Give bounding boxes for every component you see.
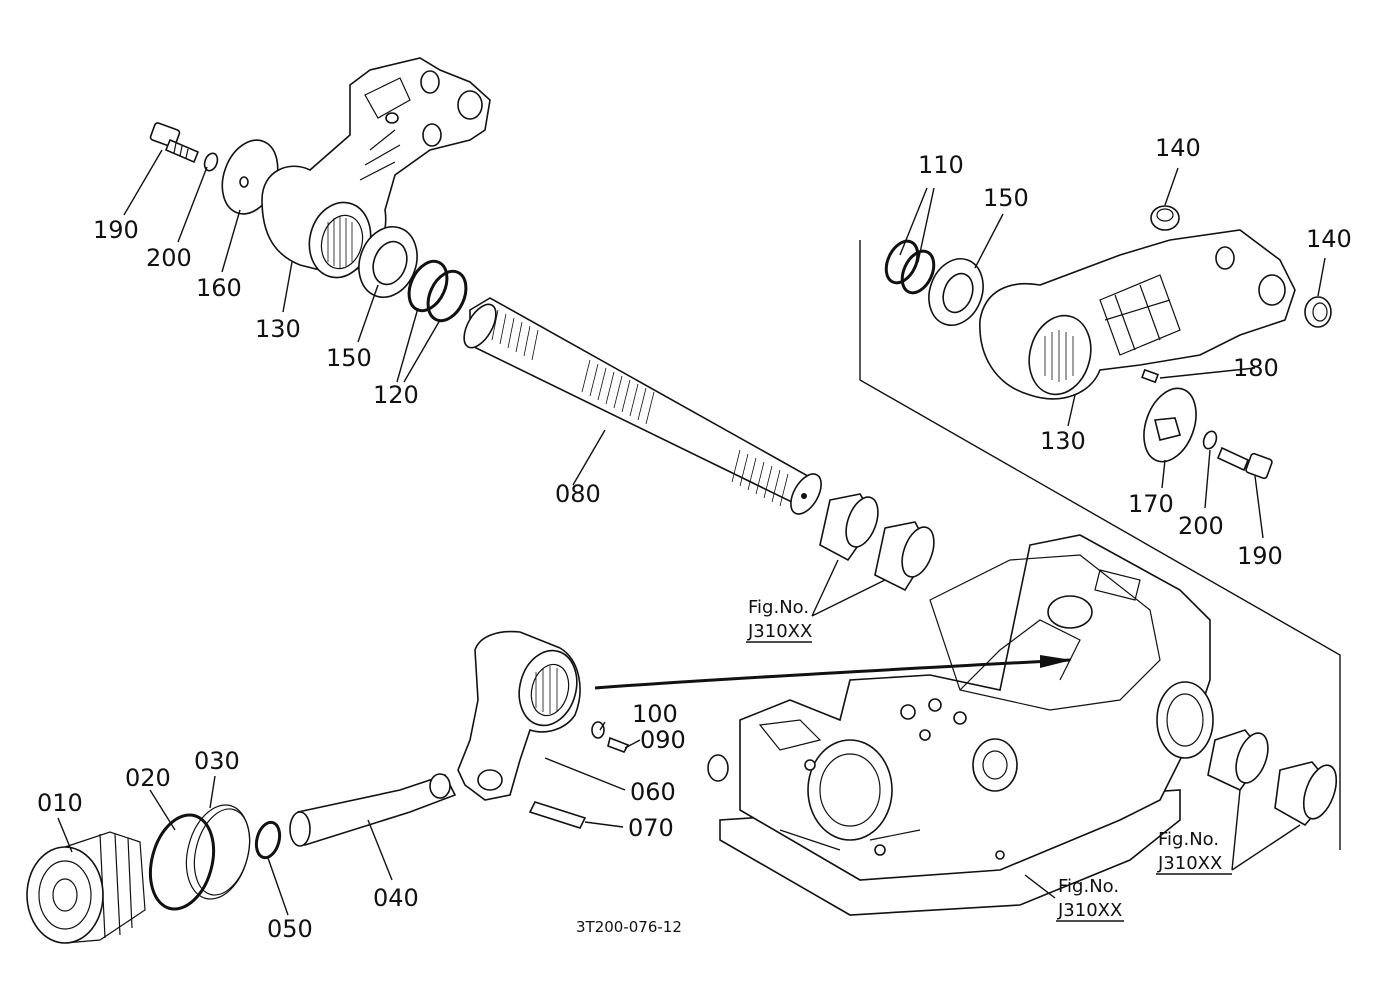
lift-arm-060: [457, 630, 581, 801]
pin-180: [1141, 368, 1159, 384]
thrust-washer-150-left: [358, 226, 418, 298]
label-part-200-left: 200: [146, 244, 192, 272]
label-part-190-right: 190: [1237, 542, 1283, 570]
figref-3-line2: J310XX: [1157, 853, 1222, 874]
o-ring-020: [148, 813, 216, 911]
label-part-140-right: 140: [1306, 225, 1352, 253]
figref-2-line1: Fig.No.: [1058, 876, 1119, 897]
label-part-100: 100: [632, 700, 678, 728]
bushing-upper-1: [819, 493, 879, 562]
washer-200-right: [1202, 430, 1218, 450]
leader-figref-1: [811, 559, 886, 617]
leader-lines: [57, 149, 1326, 916]
thrust-washer-150-right: [928, 258, 984, 326]
label-part-020: 020: [125, 764, 171, 792]
label-part-060: 060: [630, 778, 676, 806]
label-part-070: 070: [628, 814, 674, 842]
figref-1-line2: J310XX: [747, 621, 812, 642]
lift-arm-130-right: [979, 229, 1296, 400]
label-part-160: 160: [196, 274, 242, 302]
label-part-110: 110: [918, 151, 964, 179]
screw-090: [607, 736, 630, 753]
bushing-140-right: [1304, 296, 1332, 328]
label-part-130-right: 130: [1040, 427, 1086, 455]
label-part-010: 010: [37, 789, 83, 817]
label-part-050: 050: [267, 915, 313, 943]
figref-3-line1: Fig.No.: [1158, 829, 1219, 850]
bolt-190-right: [1216, 446, 1273, 480]
label-part-180: 180: [1233, 354, 1279, 382]
label-part-120: 120: [373, 381, 419, 409]
bracket-right: [859, 240, 1341, 850]
figref-1-line1: Fig.No.: [748, 597, 809, 618]
pin-070: [528, 801, 587, 829]
plate-170: [1143, 387, 1197, 463]
label-part-150-right: 150: [983, 184, 1029, 212]
label-part-090: 090: [640, 726, 686, 754]
lift-arm-130-left: [261, 57, 491, 279]
washer-100: [591, 721, 605, 739]
label-part-170: 170: [1128, 490, 1174, 518]
o-rings-110: [884, 239, 936, 295]
bushing-upper-2: [874, 521, 935, 592]
rod-040: [289, 773, 457, 847]
label-part-200-right: 200: [1178, 512, 1224, 540]
figref-2-line2: J310XX: [1057, 900, 1122, 921]
leader-figref-3: [1231, 789, 1301, 871]
bushing-lower-1: [1207, 729, 1269, 792]
bushing-lower-2: [1274, 761, 1338, 827]
label-part-190-left: 190: [93, 216, 139, 244]
piston-010: [26, 831, 146, 944]
label-part-150-left: 150: [326, 344, 372, 372]
label-part-130-left: 130: [255, 315, 301, 343]
hydraulic-housing: [594, 534, 1214, 916]
label-part-140-top: 140: [1155, 134, 1201, 162]
bushing-140-top: [1150, 205, 1180, 231]
bolt-190-left: [149, 122, 200, 164]
label-part-040: 040: [373, 884, 419, 912]
o-ring-050: [254, 820, 282, 860]
label-part-030: 030: [194, 747, 240, 775]
drawing-number: 3T200-076-12: [576, 918, 682, 936]
backup-ring-030: [185, 804, 251, 900]
label-part-080: 080: [555, 480, 601, 508]
lift-shaft-080: [463, 297, 822, 515]
washer-200-left: [203, 152, 219, 172]
